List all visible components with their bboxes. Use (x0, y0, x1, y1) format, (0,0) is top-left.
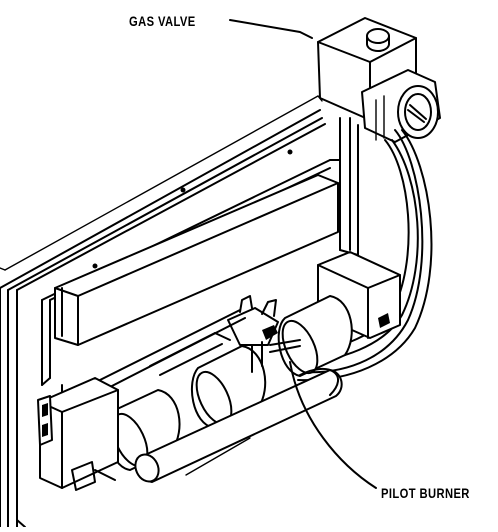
pilot-burner-label: PILOT BURNER (381, 485, 470, 501)
gas-valve-label: GAS VALVE (129, 13, 196, 29)
front-pipe (134, 367, 343, 483)
leader-lines (229, 19, 377, 489)
gas-valve (317, 17, 441, 277)
cabinet-housing (0, 95, 326, 528)
burner-tubes (107, 295, 353, 471)
left-end-bracket (37, 377, 119, 491)
front-bracket-bar (54, 174, 339, 346)
